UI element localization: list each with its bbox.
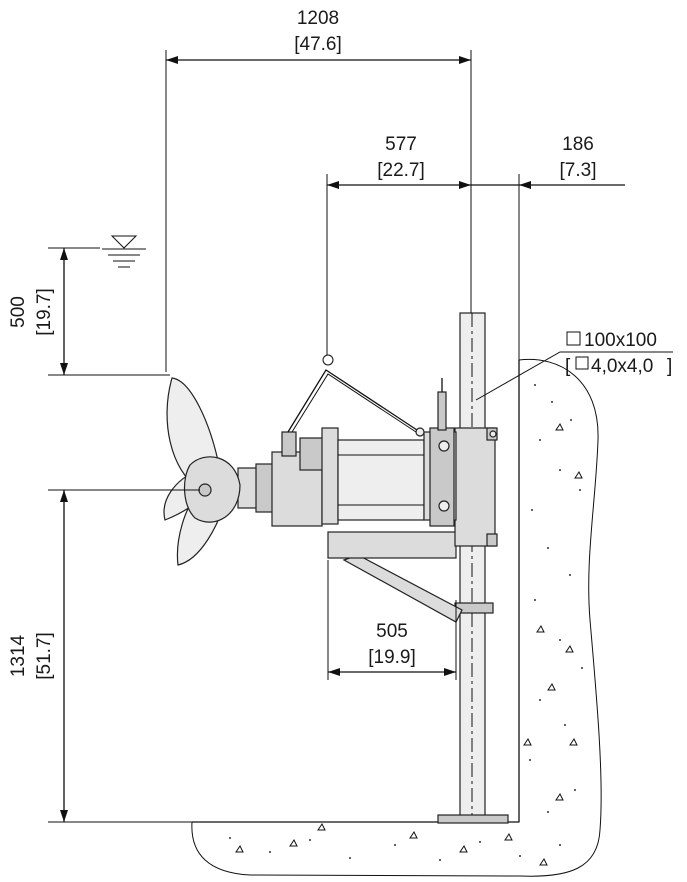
propeller: [163, 377, 241, 566]
dim-overall-width-in: [47.6]: [294, 34, 342, 55]
dim-motor-offset-mm: 577: [385, 134, 417, 155]
guide-mast: [437, 312, 509, 824]
concrete-specks: [229, 384, 583, 866]
dim-mast-section-mm: 100x100: [584, 330, 657, 351]
dim-height-in: [51.7]: [34, 632, 55, 680]
dim-motor-offset-in: [22.7]: [377, 160, 425, 181]
square-section-icon: [566, 331, 581, 346]
dim-overall-width-mm: 1208: [297, 8, 339, 29]
support-bracket: [327, 531, 463, 623]
dim-water-depth-in: [19.7]: [34, 288, 55, 336]
dim-bracket-mm: 505: [376, 621, 408, 642]
square-section-icon-small: [575, 356, 589, 370]
lifting-bail: [287, 354, 425, 437]
dim-motor-offset: 577 [22.7]: [377, 134, 425, 181]
dim-mast-section-in: 4,0x4,0: [591, 356, 653, 377]
concrete-wall-and-floor: [191, 358, 602, 877]
water-level-icon: [102, 235, 146, 268]
dim-height-from-floor: 1314 [51.7]: [8, 632, 55, 680]
dim-wall-clearance-mm: 186: [562, 134, 594, 155]
dim-bracket-in: [19.9]: [368, 647, 416, 668]
mounting-plate: [454, 427, 498, 547]
dim-wall-clearance: 186 [7.3]: [560, 134, 597, 181]
dim-bracket-length: 505 [19.9]: [368, 621, 416, 668]
dim-mast-section-in-open: [: [565, 356, 571, 377]
dim-mast-section-in-close: ]: [667, 356, 672, 377]
dim-overall-width: 1208 [47.6]: [294, 8, 342, 55]
dim-mast-section: 100x100 [ 4,0x4,0 ]: [565, 330, 672, 377]
dim-wall-clearance-in: [7.3]: [560, 160, 597, 181]
mixer-motor: [237, 378, 457, 527]
dim-water-depth-mm: 500: [8, 296, 29, 328]
dim-water-depth: 500 [19.7]: [8, 288, 55, 336]
dim-height-mm: 1314: [8, 634, 29, 677]
dimension-lines: [48, 50, 673, 823]
